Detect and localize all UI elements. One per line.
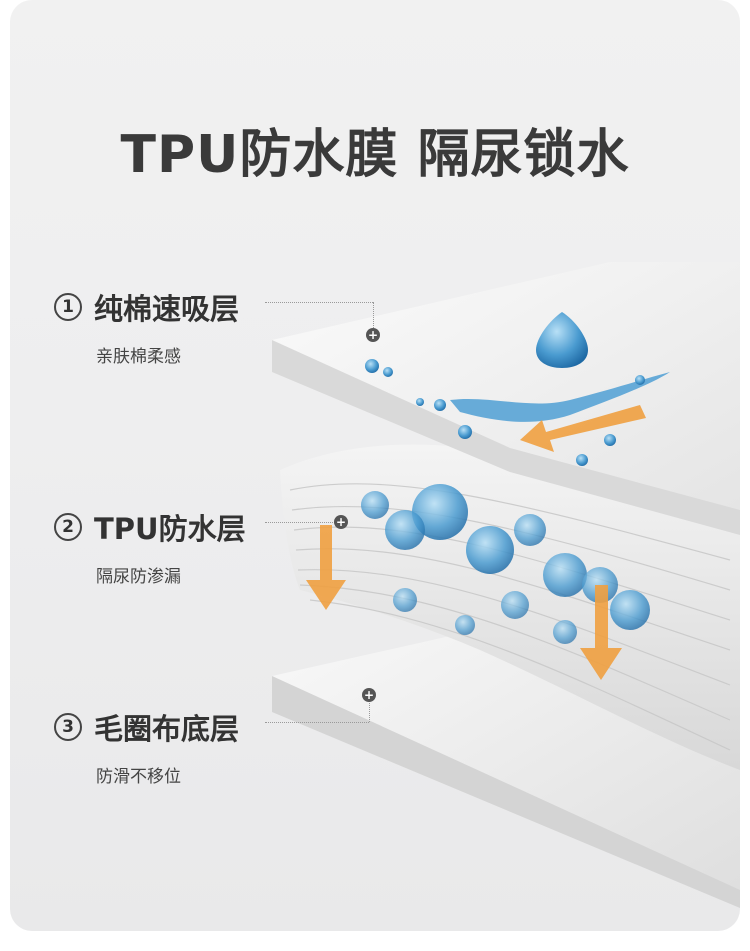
number-badge: 2 [54, 513, 82, 541]
flow-arrows [306, 405, 646, 680]
leader-line [265, 722, 369, 723]
number-badge: 3 [54, 713, 82, 741]
water-drop-icon [536, 312, 588, 368]
plus-marker-icon: + [362, 688, 376, 702]
feature-cotton-layer: 1 纯棉速吸层 亲肤棉柔感 [54, 286, 239, 367]
product-card: TPU防水膜 隔尿锁水 1 纯棉速吸层 亲肤棉柔感 + 2 TPU防水层 隔尿防… [10, 0, 740, 931]
plus-marker-icon: + [334, 515, 348, 529]
number-badge: 1 [54, 293, 82, 321]
feature-title: 毛圈布底层 [94, 712, 240, 746]
feature-subtitle: 防滑不移位 [96, 767, 181, 787]
feature-terry-layer: 3 毛圈布底层 防滑不移位 [54, 706, 239, 787]
feature-subtitle: 隔尿防渗漏 [96, 567, 181, 587]
left-arrow-icon [520, 405, 646, 452]
plus-marker-icon: + [366, 328, 380, 342]
down-arrow-icon [306, 525, 346, 610]
feature-subtitle: 亲肤棉柔感 [96, 347, 181, 367]
page-title: TPU防水膜 隔尿锁水 [120, 125, 630, 185]
leader-line [265, 522, 335, 523]
leader-line [373, 302, 374, 328]
feature-title: TPU防水层 [94, 512, 246, 546]
feature-title: 纯棉速吸层 [94, 292, 240, 326]
top-layer [272, 262, 740, 535]
leader-line [265, 302, 373, 303]
feature-tpu-layer: 2 TPU防水层 隔尿防渗漏 [54, 506, 246, 587]
layer-illustration [272, 262, 740, 908]
leader-line [369, 700, 370, 722]
down-arrow-icon [580, 585, 622, 680]
